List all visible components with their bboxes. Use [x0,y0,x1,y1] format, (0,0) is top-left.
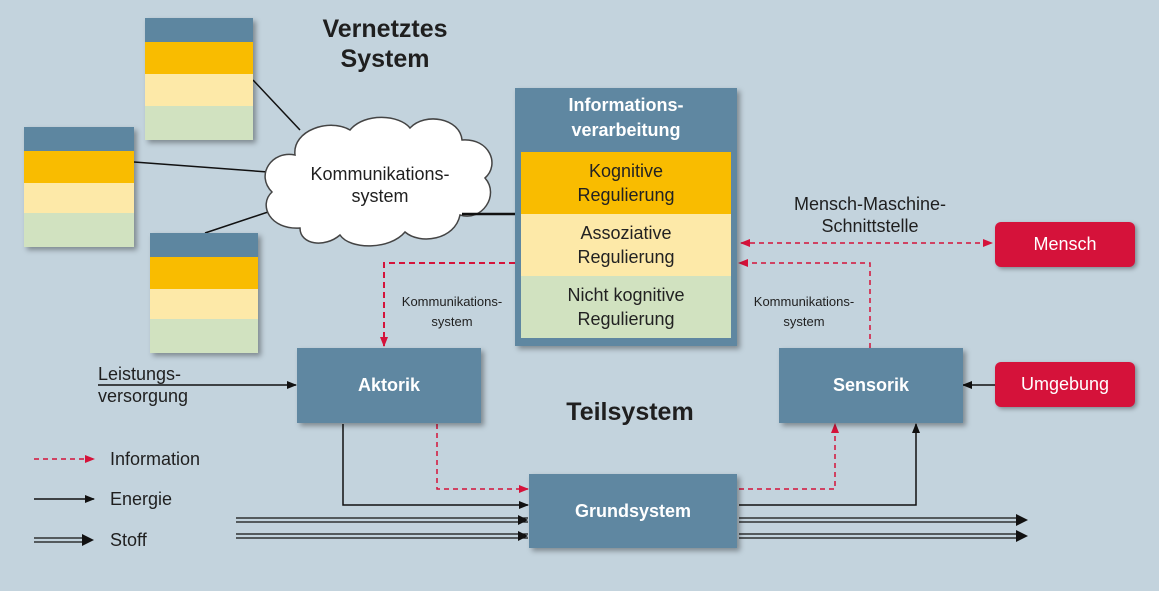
cognitive-line1: Kognitive [588,161,664,181]
umgebung-box: Umgebung [995,362,1135,407]
komm-left-line1: Kommunikations- [401,294,503,309]
info-box-title-line1: Informations- [568,95,684,115]
aktorik-box: Aktorik [297,348,481,423]
legend-stoff-line [34,534,94,546]
komm-right-line2: system [783,314,825,329]
legend-stoff-label: Stoff [110,530,147,550]
cloud-shape [264,116,493,247]
subsystem-stack-2 [24,127,134,247]
link-stack1-cloud [252,79,301,131]
cloud-label-line1: Kommunikations- [310,164,450,184]
material-flow-top [236,514,1028,526]
subsystem-stack-3 [150,233,258,353]
power-supply-label: Leistungs- versorgung [98,363,208,407]
link-stack2-cloud [133,161,269,173]
material-flow-bottom [236,530,1028,542]
sensorik-to-info-line [738,259,871,348]
cognitive-regulation-row: Kognitive Regulierung [521,152,731,214]
network-title-line2: System [340,45,430,73]
noncognitive-line2: Regulierung [577,309,675,329]
aktorik-energy-line [342,424,529,509]
aktorik-info-line [436,424,529,493]
associative-line1: Assoziative [580,223,672,243]
info-box-title: Informations- verarbeitung [515,88,737,146]
komm-right-line1: Kommunikations- [753,294,855,309]
info-box-title-line2: verarbeitung [571,120,681,140]
komm-label-left: Kommunikations- system [388,292,516,332]
noncognitive-line1: Nicht kognitive [567,285,685,305]
interface-label-line2: Schnittstelle [821,216,919,236]
information-processing-box: Informations- verarbeitung Kognitive Reg… [515,88,737,346]
teilsystem-title: Teilsystem [566,398,694,426]
network-title: Vernetztes System [300,14,470,74]
subsystem-stack-1 [145,18,253,140]
power-supply-line1: Leistungs- [98,364,182,384]
interface-label: Mensch-Maschine- Schnittstelle [770,193,970,237]
komm-label-right: Kommunikations- system [740,292,868,332]
cognitive-line2: Regulierung [577,185,675,205]
grund-info-line [739,423,839,490]
legend-information-label: Information [110,449,201,469]
cloud-label-line2: system [351,186,409,206]
info-to-aktorik-line [380,262,515,347]
komm-left-line2: system [431,314,473,329]
associative-regulation-row: Assoziative Regulierung [521,214,731,276]
mensch-box: Mensch [995,222,1135,267]
grundsystem-box: Grundsystem [529,474,737,548]
grund-energy-line [739,423,920,506]
sensorik-box: Sensorik [779,348,963,423]
noncognitive-regulation-row: Nicht kognitive Regulierung [521,276,731,338]
power-supply-line2: versorgung [98,386,189,406]
interface-label-line1: Mensch-Maschine- [793,194,947,214]
associative-line2: Regulierung [577,247,675,267]
cloud-label: Kommunikations- system [290,163,470,207]
network-title-line1: Vernetztes [322,15,448,43]
legend-energie-label: Energie [110,489,173,509]
